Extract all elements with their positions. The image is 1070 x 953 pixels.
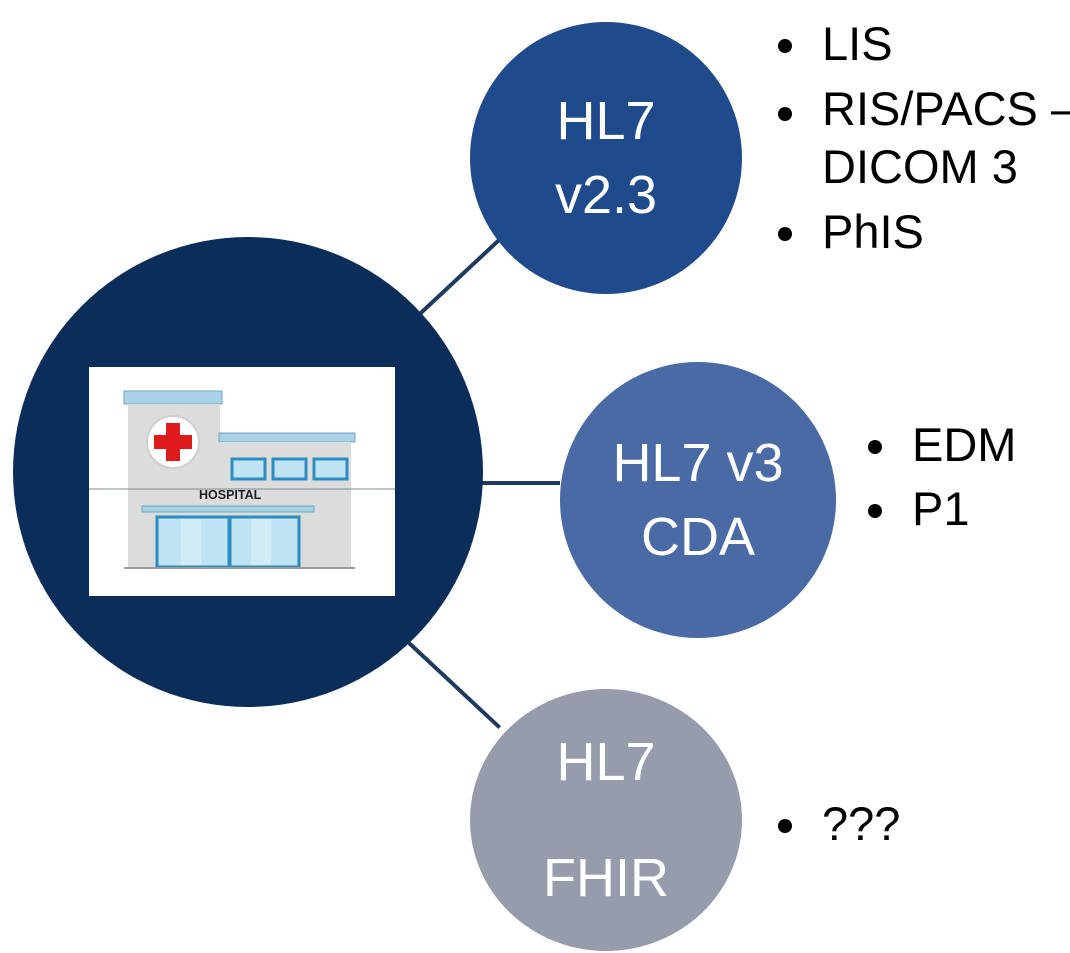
node-label-line: HL7 v3 (612, 433, 784, 493)
bullet-item: LIS (778, 12, 1070, 76)
bullet-item: ??? (778, 792, 900, 856)
bullet-item: P1 (868, 477, 1016, 541)
node-hl7-fhir: HL7 FHIR (470, 689, 742, 951)
bullet-list-fhir: ??? (778, 792, 900, 856)
connector-hub-to-v23 (407, 233, 506, 326)
node-hl7-v23: HL7 v2.3 (470, 22, 742, 294)
node-label-line: CDA (640, 507, 755, 567)
node-label-line: FHIR (543, 848, 669, 908)
node-label-line: v2.3 (554, 165, 658, 225)
bullet-list-v23: LIS RIS/PACS – DICOM 3 PhIS (778, 12, 1070, 264)
connector-hub-to-fhir (407, 641, 502, 730)
red-cross-icon (146, 415, 200, 469)
hospital-building-image: HOSPITAL (89, 367, 395, 596)
node-hl7-v3-cda: HL7 v3 CDA (560, 362, 836, 638)
bullet-item: RIS/PACS – DICOM 3 (778, 80, 1070, 196)
connector-hub-to-v3 (471, 481, 560, 485)
bullet-list-v3: EDM P1 (868, 413, 1016, 541)
hospital-sign-text: HOSPITAL (199, 488, 262, 502)
bullet-item: PhIS (778, 200, 1070, 264)
node-label-line: HL7 (556, 732, 656, 792)
bullet-item: EDM (868, 413, 1016, 477)
node-label-line: HL7 (556, 91, 656, 151)
